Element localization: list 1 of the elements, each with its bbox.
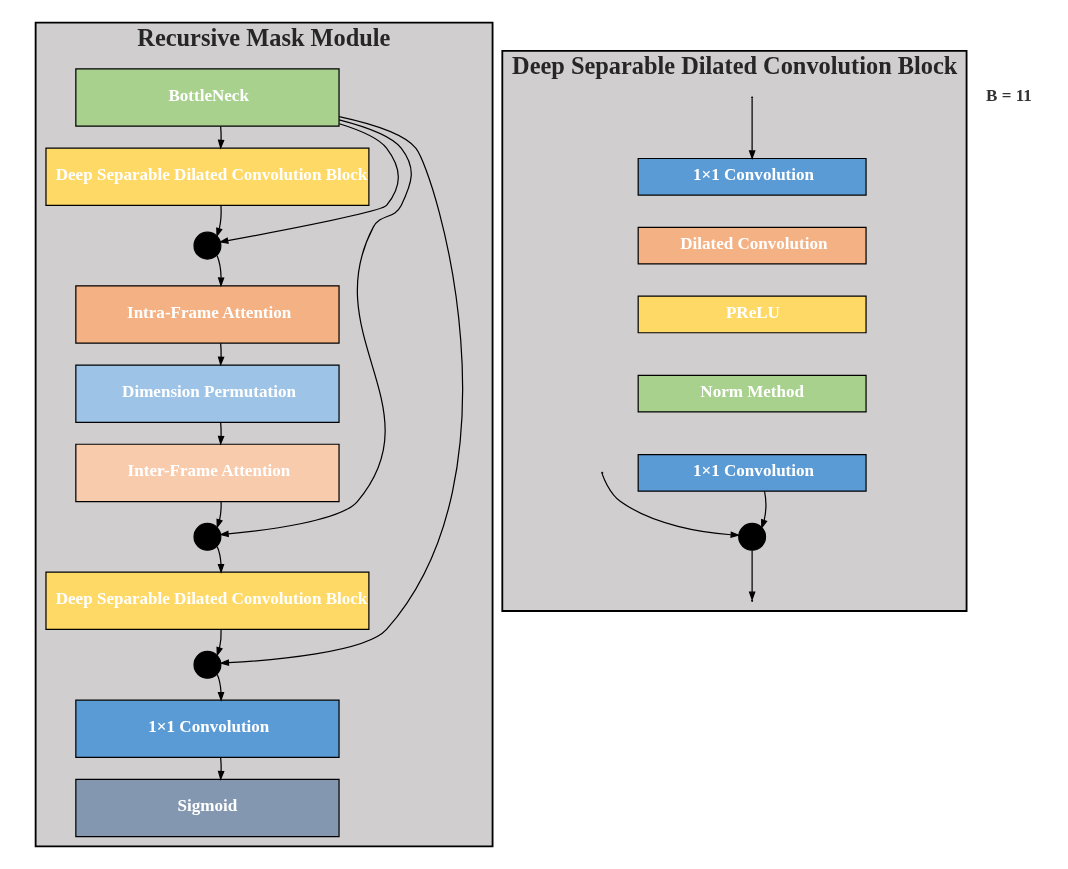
- label: B = 11: [986, 85, 1032, 105]
